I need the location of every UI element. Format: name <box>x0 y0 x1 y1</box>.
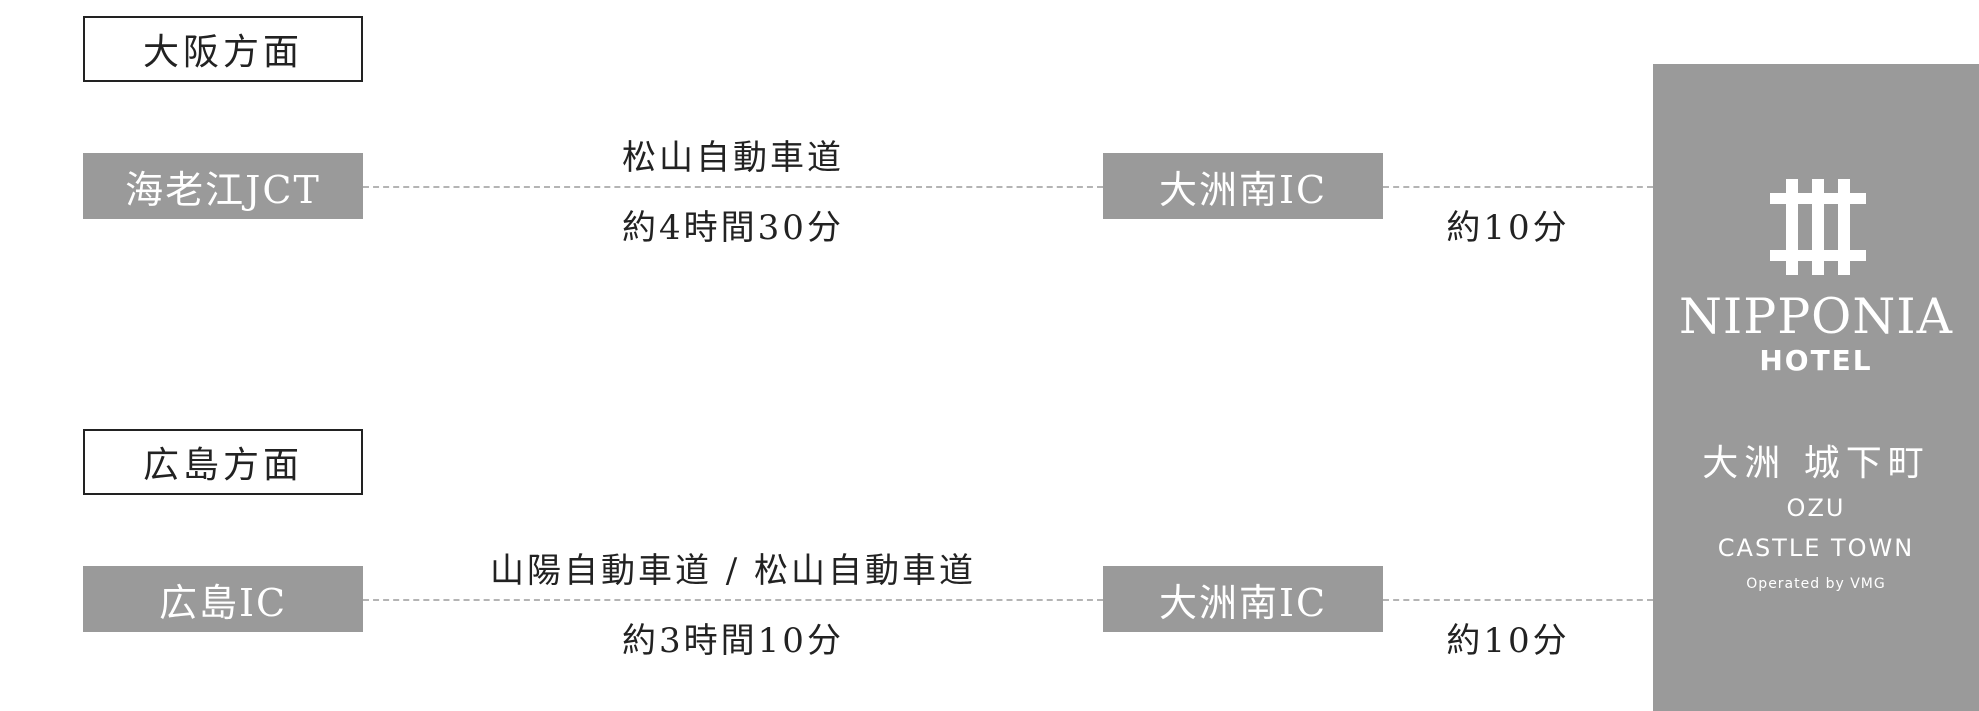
ebie-jct-node: 海老江JCT <box>83 153 363 219</box>
hiroshima-direction-label: 広島方面 <box>83 429 363 495</box>
osaka-route-line-1 <box>363 186 1103 188</box>
hotel-subtitle: CASTLE TOWN <box>1717 534 1915 562</box>
osaka-route-line-2 <box>1383 186 1653 188</box>
hiroshima-route-name: 山陽自動車道 / 松山自動車道 <box>489 551 977 591</box>
hotel-city: OZU <box>1786 494 1846 522</box>
nipponia-hotel-panel: NIPPONIA HOTEL 大洲 城下町 OZU CASTLE TOWN Op… <box>1653 64 1979 711</box>
hiroshima-route-line-1 <box>363 599 1103 601</box>
osaka-direction-label: 大阪方面 <box>83 16 363 82</box>
hotel-type: HOTEL <box>1759 344 1873 377</box>
castle-gate-logo-icon <box>1770 179 1866 275</box>
hiroshima-final-time: 約10分 <box>1446 621 1570 661</box>
osaka-final-time: 約10分 <box>1446 208 1570 248</box>
hotel-area-jp: 大洲 城下町 <box>1702 443 1930 484</box>
hotel-brand-name: NIPPONIA <box>1679 288 1953 345</box>
hotel-operator: Operated by VMG <box>1746 576 1886 592</box>
hiroshima-route-time: 約3時間10分 <box>622 621 844 661</box>
ozu-minami-ic-node-osaka: 大洲南IC <box>1103 153 1383 219</box>
ozu-minami-ic-node-hiroshima: 大洲南IC <box>1103 566 1383 632</box>
osaka-route-name: 松山自動車道 <box>622 138 844 178</box>
hiroshima-route-line-2 <box>1383 599 1653 601</box>
hiroshima-ic-node: 広島IC <box>83 566 363 632</box>
osaka-route-time: 約4時間30分 <box>622 208 844 248</box>
